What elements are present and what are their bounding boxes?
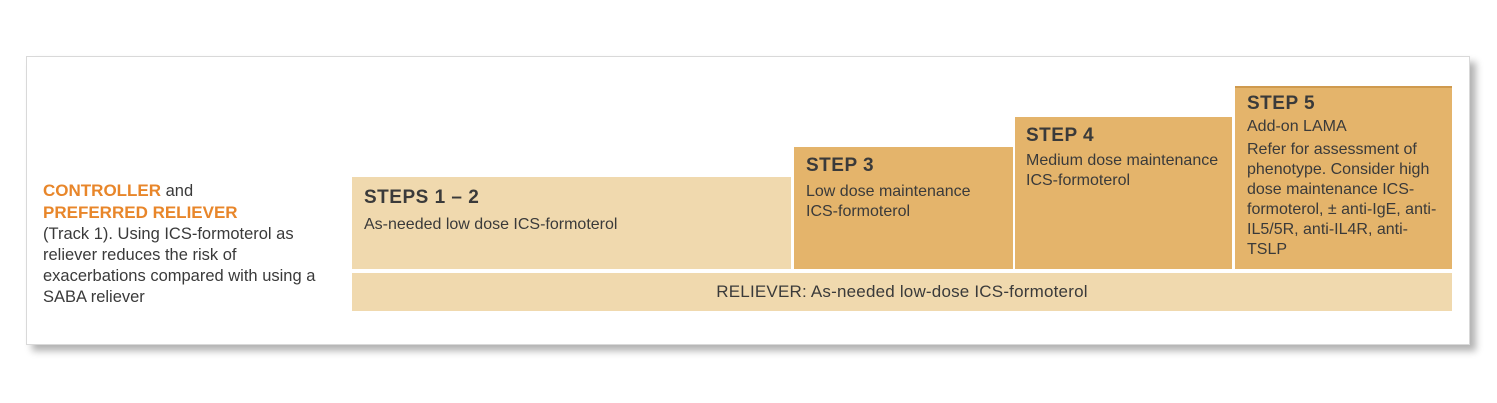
track-description: CONTROLLER and PREFERRED RELIEVER (Track… — [43, 180, 343, 308]
step-5-body: Add-on LAMA — [1247, 118, 1347, 135]
controller-label: CONTROLLER — [43, 181, 162, 200]
step-1-2-box: STEPS 1 – 2 As-needed low dose ICS-formo… — [352, 177, 791, 269]
step-5-title: STEP 5 — [1247, 93, 1316, 114]
step-1-2-title: STEPS 1 – 2 — [364, 187, 480, 208]
step-3-box: STEP 3 Low dose maintenance ICS-formoter… — [794, 147, 1013, 269]
step-4-box: STEP 4 Medium dose maintenance ICS-formo… — [1015, 117, 1232, 269]
reliever-bar: RELIEVER: As-needed low-dose ICS-formote… — [352, 273, 1452, 311]
step-3-title: STEP 3 — [806, 155, 875, 176]
step-3-body: Low dose maintenance ICS-formoterol — [806, 183, 971, 220]
step-4-title: STEP 4 — [1026, 125, 1095, 146]
step-1-2-body: As-needed low dose ICS-formoterol — [364, 216, 618, 233]
track-description-text: (Track 1). Using ICS-formoterol as relie… — [43, 225, 316, 306]
step-4-body: Medium dose maintenance ICS-formoterol — [1026, 152, 1219, 189]
preferred-reliever-label: PREFERRED RELIEVER — [43, 203, 238, 222]
and-text: and — [161, 182, 194, 200]
step-5-body-detail: Refer for assessment of phenotype. Consi… — [1247, 141, 1437, 258]
step-5-box: STEP 5 Add-on LAMA Refer for assessment … — [1235, 86, 1452, 269]
